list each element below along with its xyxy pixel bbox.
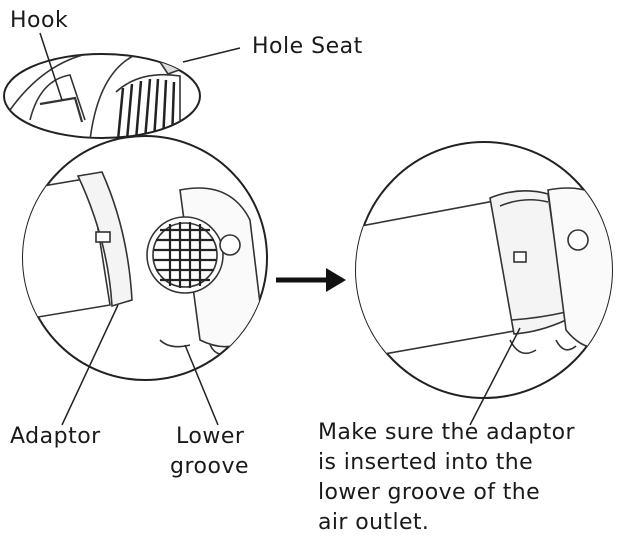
note-leader-line xyxy=(469,327,521,426)
hook-detail-view xyxy=(3,53,201,139)
instruction-line: air outlet. xyxy=(318,510,430,535)
lower-groove-label-line1: Lower xyxy=(176,424,245,449)
lower-groove-leader-line xyxy=(184,344,219,426)
adaptor-leader-line xyxy=(61,304,119,426)
hole-seat-label: Hole Seat xyxy=(252,34,363,59)
adaptor-before-view xyxy=(22,135,268,381)
hook-leader-line xyxy=(39,32,63,101)
right-arrow-icon xyxy=(276,268,346,292)
hook-label: Hook xyxy=(10,8,69,33)
adaptor-inserted-view xyxy=(355,141,613,399)
hole-seat-leader-line xyxy=(182,47,241,63)
instruction-line: Make sure the adaptor xyxy=(318,420,575,445)
lower-groove-label-line2: groove xyxy=(170,454,250,479)
instruction-line: is inserted into the xyxy=(318,450,534,475)
instruction-line: lower groove of the xyxy=(318,480,541,505)
instruction-note: Make sure the adaptor is inserted into t… xyxy=(318,418,575,538)
adaptor-label: Adaptor xyxy=(10,424,101,449)
